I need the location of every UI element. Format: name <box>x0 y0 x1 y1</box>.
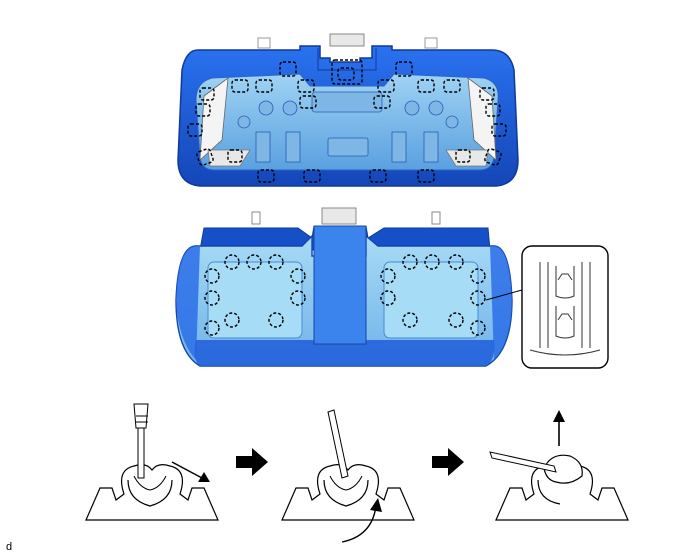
step-3 <box>489 410 629 521</box>
bottom-view <box>175 207 523 367</box>
screwdriver-icon <box>327 409 349 479</box>
up-arrow-icon <box>553 410 565 446</box>
detail-inset <box>521 245 609 369</box>
right-arrow-icon <box>236 448 268 476</box>
step-1 <box>85 403 219 521</box>
figure-corner-label: d <box>6 541 13 553</box>
step-2 <box>281 409 415 543</box>
screwdriver-icon <box>133 403 149 479</box>
screwdriver-icon <box>489 451 557 473</box>
right-arrow-icon <box>432 448 464 476</box>
top-view <box>177 33 519 187</box>
